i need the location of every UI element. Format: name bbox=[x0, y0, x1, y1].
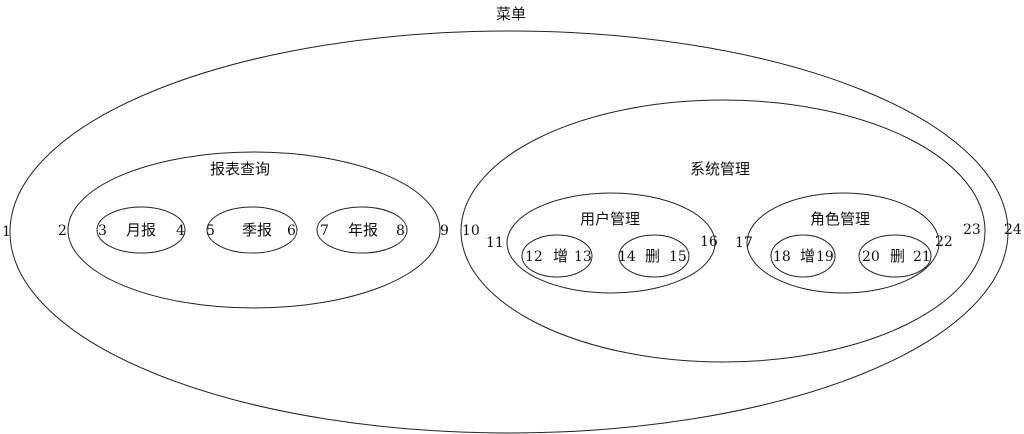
role-management-right-number: 22 bbox=[935, 234, 953, 250]
role-add-left-number: 18 bbox=[773, 249, 791, 265]
report-query-title: 报表查询 bbox=[210, 160, 270, 178]
role-management-left-number: 17 bbox=[735, 235, 753, 251]
role-delete-right-number: 21 bbox=[913, 249, 931, 265]
quarterly-report-right-number: 6 bbox=[287, 223, 296, 239]
role-add-label: 增 bbox=[800, 247, 815, 265]
monthly-report-left-number: 3 bbox=[98, 223, 107, 239]
user-add-label: 增 bbox=[553, 247, 568, 265]
menu-right-number: 24 bbox=[1004, 222, 1022, 238]
monthly-report-ellipse bbox=[96, 206, 186, 254]
system-management-title: 系统管理 bbox=[690, 160, 750, 178]
role-delete-ellipse bbox=[858, 234, 932, 278]
role-delete-left-number: 20 bbox=[862, 249, 880, 265]
annual-report-ellipse bbox=[316, 206, 408, 254]
user-delete-label: 删 bbox=[645, 247, 660, 265]
system-management-ellipse bbox=[460, 99, 986, 363]
user-add-right-number: 13 bbox=[574, 249, 592, 265]
monthly-report-right-number: 4 bbox=[176, 223, 185, 239]
quarterly-report-left-number: 5 bbox=[206, 223, 215, 239]
annual-report-left-number: 7 bbox=[320, 223, 329, 239]
system-management-right-number: 23 bbox=[963, 222, 981, 238]
annual-report-right-number: 8 bbox=[396, 223, 405, 239]
role-management-title: 角色管理 bbox=[810, 210, 870, 228]
annual-report-label: 年报 bbox=[348, 221, 378, 239]
role-add-ellipse bbox=[770, 234, 836, 278]
user-delete-left-number: 14 bbox=[618, 249, 636, 265]
user-management-title: 用户管理 bbox=[580, 210, 640, 228]
user-add-left-number: 12 bbox=[525, 249, 543, 265]
report-query-left-number: 2 bbox=[58, 223, 67, 239]
user-add-ellipse bbox=[521, 234, 593, 278]
user-delete-right-number: 15 bbox=[669, 249, 687, 265]
role-management-ellipse bbox=[746, 192, 940, 294]
monthly-report-label: 月报 bbox=[126, 221, 156, 239]
system-management-left-number: 10 bbox=[462, 223, 480, 239]
report-query-right-number: 9 bbox=[440, 223, 449, 239]
quarterly-report-ellipse bbox=[206, 206, 298, 254]
menu-ellipse bbox=[9, 30, 1009, 434]
user-management-ellipse bbox=[506, 192, 716, 294]
report-query-ellipse bbox=[67, 151, 441, 309]
menu-title: 菜单 bbox=[496, 5, 526, 23]
quarterly-report-label: 季报 bbox=[242, 221, 272, 239]
role-delete-label: 删 bbox=[890, 247, 905, 265]
user-management-right-number: 16 bbox=[700, 234, 718, 250]
menu-left-number: 1 bbox=[2, 224, 11, 240]
user-management-left-number: 11 bbox=[486, 235, 504, 251]
user-delete-ellipse bbox=[618, 234, 690, 278]
role-add-right-number: 19 bbox=[816, 249, 834, 265]
